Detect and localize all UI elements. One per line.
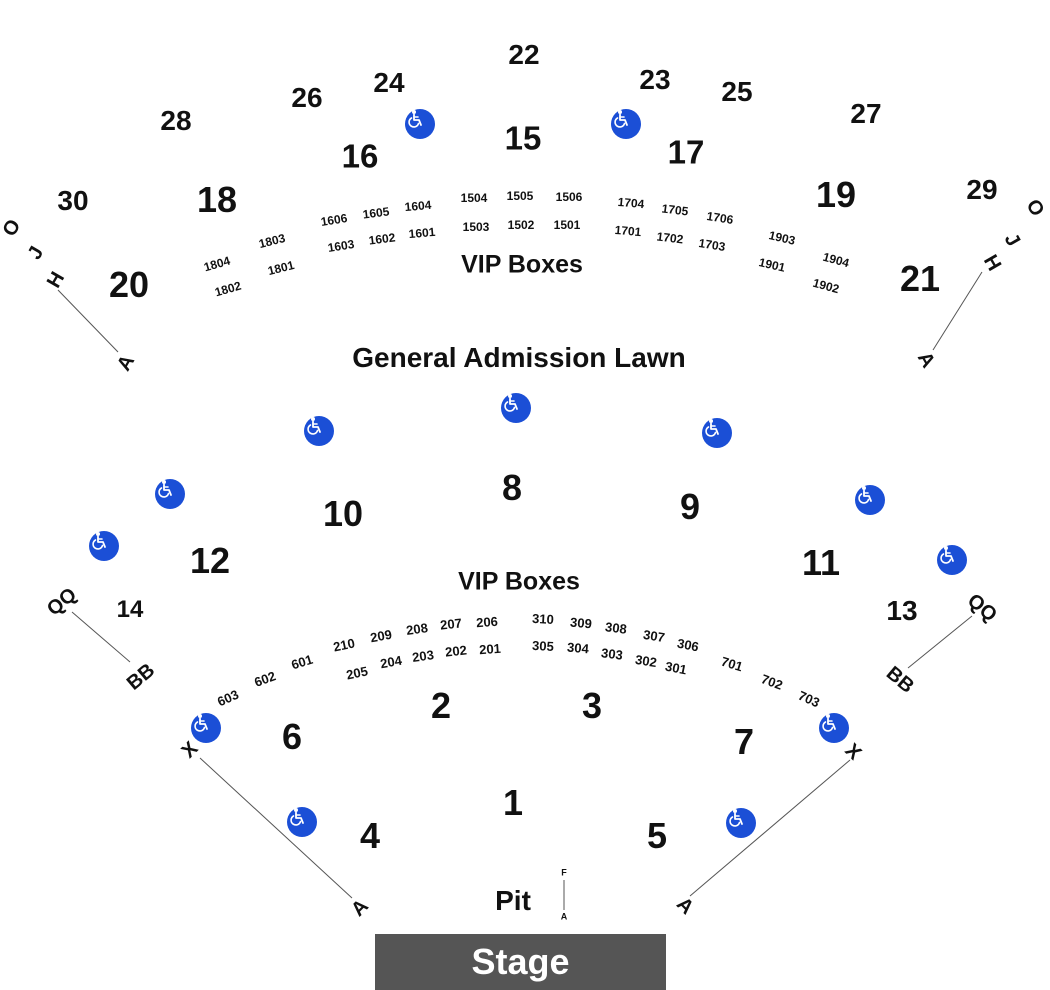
section-6[interactable]: 6 <box>281 716 303 757</box>
row-marker-f-pit: F <box>561 867 567 878</box>
vip-box-201[interactable]: 201 <box>478 640 502 658</box>
vip-box-1702[interactable]: 1702 <box>655 229 685 247</box>
wheelchair-icon <box>89 531 119 561</box>
section-24[interactable]: 24 <box>373 67 405 98</box>
section-8[interactable]: 8 <box>501 467 523 508</box>
vip-box-209[interactable]: 209 <box>369 626 393 646</box>
wheelchair-icon <box>501 393 531 423</box>
section-22[interactable]: 22 <box>508 39 540 70</box>
vip-box-1701[interactable]: 1701 <box>614 222 642 240</box>
section-19[interactable]: 19 <box>815 174 857 215</box>
vip-box-203[interactable]: 203 <box>411 647 435 665</box>
general-admission-lawn-label: General Admission Lawn <box>352 342 686 373</box>
row-line-mid-right <box>907 615 973 669</box>
row-line-upper-left <box>57 289 119 353</box>
vip-box-301[interactable]: 301 <box>663 658 689 678</box>
vip-box-305[interactable]: 305 <box>531 637 555 655</box>
section-16[interactable]: 16 <box>341 137 379 175</box>
vip-box-1602[interactable]: 1602 <box>367 230 397 248</box>
section-13[interactable]: 13 <box>886 595 918 626</box>
wheelchair-icon <box>937 545 967 575</box>
wheelchair-icon <box>611 109 641 139</box>
section-11[interactable]: 11 <box>801 542 841 583</box>
section-30[interactable]: 30 <box>57 185 89 216</box>
vip-box-1501[interactable]: 1501 <box>553 218 581 232</box>
row-marker-a-pit: A <box>560 911 568 922</box>
section-5[interactable]: 5 <box>646 815 668 856</box>
section-10[interactable]: 10 <box>322 493 364 534</box>
vip-box-208[interactable]: 208 <box>405 620 429 638</box>
pit-label[interactable]: Pit <box>495 885 531 916</box>
section-18[interactable]: 18 <box>196 179 238 220</box>
vip-box-309[interactable]: 309 <box>569 614 593 632</box>
vip-box-1705[interactable]: 1705 <box>660 201 690 219</box>
vip-box-303[interactable]: 303 <box>600 645 624 663</box>
section-3[interactable]: 3 <box>581 685 603 726</box>
vip-box-202[interactable]: 202 <box>444 642 468 660</box>
stage: Stage <box>375 934 666 990</box>
section-17[interactable]: 17 <box>667 133 705 171</box>
vip-box-1604[interactable]: 1604 <box>404 197 432 215</box>
vip-box-308[interactable]: 308 <box>604 619 628 637</box>
vip-box-1703[interactable]: 1703 <box>697 235 727 255</box>
vip-box-207[interactable]: 207 <box>439 615 463 633</box>
section-26[interactable]: 26 <box>291 82 323 113</box>
section-28[interactable]: 28 <box>160 105 192 136</box>
row-line-mid-left <box>71 611 131 663</box>
stage-label: Stage <box>471 941 570 982</box>
section-7[interactable]: 7 <box>733 721 755 762</box>
section-27[interactable]: 27 <box>850 98 882 129</box>
vip-box-1502[interactable]: 1502 <box>507 218 535 232</box>
section-25[interactable]: 25 <box>721 76 753 107</box>
vip-box-307[interactable]: 307 <box>642 626 666 646</box>
wheelchair-icon <box>287 807 317 837</box>
section-15[interactable]: 15 <box>504 119 542 157</box>
vip-box-1505[interactable]: 1505 <box>506 189 534 203</box>
section-23[interactable]: 23 <box>639 64 671 95</box>
wheelchair-icon <box>155 479 185 509</box>
wheelchair-icon <box>405 109 435 139</box>
wheelchair-icon <box>304 416 334 446</box>
vip-box-1506[interactable]: 1506 <box>555 190 583 204</box>
wheelchair-icon <box>702 418 732 448</box>
row-line-lower-left <box>199 757 353 899</box>
vip-box-1605[interactable]: 1605 <box>361 204 391 222</box>
vip-box-1504[interactable]: 1504 <box>460 191 488 205</box>
section-12[interactable]: 12 <box>189 540 231 581</box>
vip-box-306[interactable]: 306 <box>675 635 701 655</box>
vip-box-310[interactable]: 310 <box>531 610 555 628</box>
wheelchair-icon <box>819 713 849 743</box>
section-1[interactable]: 1 <box>502 782 524 823</box>
wheelchair-icon <box>855 485 885 515</box>
section-14[interactable]: 14 <box>116 596 144 623</box>
vip-box-1503[interactable]: 1503 <box>462 220 490 234</box>
section-21[interactable]: 21 <box>899 258 941 299</box>
vip-box-204[interactable]: 204 <box>379 652 403 672</box>
vip-box-1706[interactable]: 1706 <box>705 208 735 228</box>
vip-box-1601[interactable]: 1601 <box>408 224 436 242</box>
row-line-lower-right <box>689 759 851 897</box>
row-line-upper-right <box>932 271 983 351</box>
vip-box-1704[interactable]: 1704 <box>617 194 645 212</box>
section-2[interactable]: 2 <box>430 685 452 726</box>
vip-box-304[interactable]: 304 <box>566 639 590 657</box>
section-20[interactable]: 20 <box>108 264 150 305</box>
section-9[interactable]: 9 <box>679 486 701 527</box>
wheelchair-icon <box>191 713 221 743</box>
section-29[interactable]: 29 <box>966 174 998 205</box>
vip-boxes-lower-label: VIP Boxes <box>458 567 580 596</box>
vip-boxes-upper-label: VIP Boxes <box>461 250 583 279</box>
vip-box-302[interactable]: 302 <box>634 651 658 671</box>
wheelchair-icon <box>726 808 756 838</box>
vip-box-206[interactable]: 206 <box>475 613 499 631</box>
section-4[interactable]: 4 <box>359 815 381 856</box>
